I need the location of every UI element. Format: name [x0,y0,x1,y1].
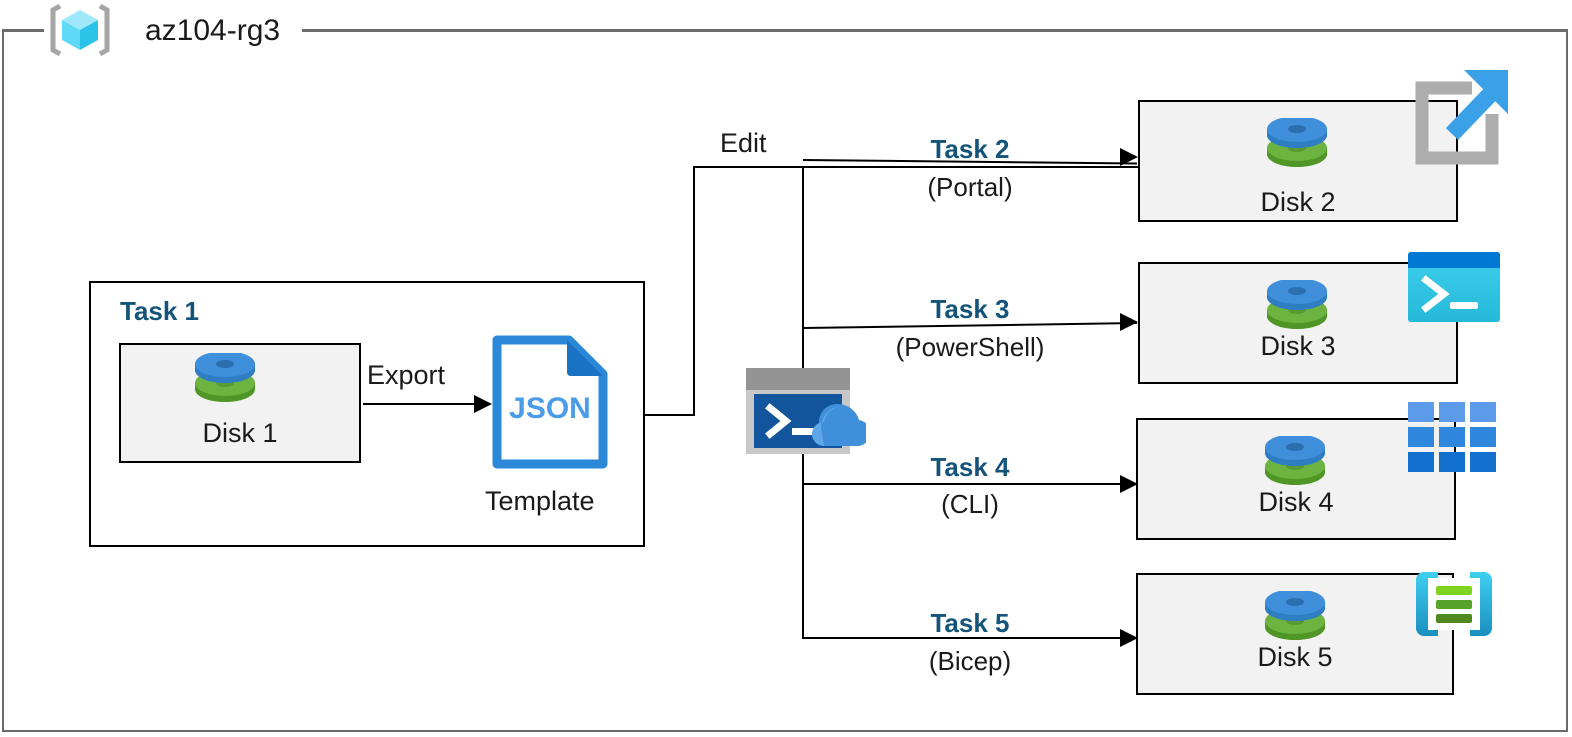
task5-label: Task 5 [930,608,1010,638]
template-caption: Template [485,486,595,516]
task3-tool-label: (PowerShell) [895,332,1045,362]
task4-arrowhead [1120,475,1138,493]
cloud-shell-icon [746,368,866,454]
disk4-caption: Disk 4 [1258,487,1334,517]
task5-tool-label: (Bicep) [928,646,1012,676]
task4-arrow-line [803,483,1137,485]
powershell-icon [1408,252,1500,322]
task2-arrowhead [1120,148,1138,166]
disk1-caption: Disk 1 [202,418,278,448]
task3-label: Task 3 [930,294,1010,324]
managed-disk-icon [1267,118,1327,167]
edit-line-stub [645,414,695,416]
managed-disk-icon [195,353,255,402]
export-label: Export [367,360,446,390]
azure-resource-group-icon [50,3,110,57]
disk2-caption: Disk 2 [1260,187,1336,217]
task2-label: Task 2 [930,134,1010,164]
task5-arrowhead [1120,629,1138,647]
bicep-icon [1416,572,1492,636]
resource-group-frame-top-left [2,29,46,32]
resource-group-title: az104-rg3 [145,14,281,47]
disk3-caption: Disk 3 [1260,331,1336,361]
json-file-label: JSON [509,392,591,425]
azure-cli-icon [1408,402,1496,472]
managed-disk-icon [1267,280,1327,329]
resource-group-frame-top-right [300,29,1568,32]
edit-line-top [693,166,1138,168]
export-arrowhead [474,395,492,413]
managed-disk-icon [1265,436,1325,485]
disk5-caption: Disk 5 [1257,642,1333,672]
edit-label: Edit [720,128,767,158]
json-file-icon: JSON [492,335,608,469]
managed-disk-icon [1265,591,1325,640]
task2-tool-label: (Portal) [927,172,1013,202]
task4-label: Task 4 [930,452,1010,482]
task1-label: Task 1 [120,296,200,326]
task4-tool-label: (CLI) [941,489,999,519]
export-arrow-line [363,403,479,405]
task3-arrowhead [1120,313,1138,331]
task5-arrow-line [803,637,1137,639]
edit-line-riser [693,166,695,416]
azure-portal-icon [1415,70,1508,165]
